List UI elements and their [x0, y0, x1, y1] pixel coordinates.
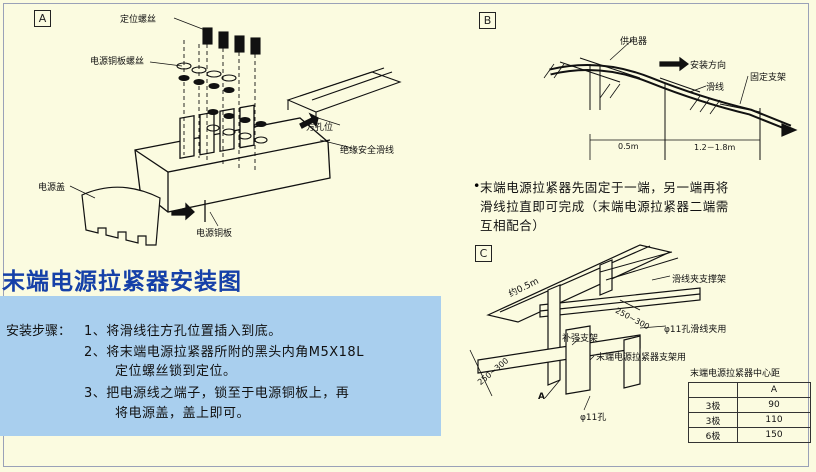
- table-cell: 110: [737, 412, 811, 428]
- step-1: 1、将滑线往方孔位置插入到底。: [84, 324, 282, 339]
- table-header-cell: A: [737, 382, 811, 398]
- dimension-lines: [589, 134, 761, 160]
- panel-b-drawing: [543, 39, 798, 160]
- tensioner-bracket-label: 末端电源拉紧器支架用: [596, 353, 687, 363]
- copper-plate-label: 电源铜板: [196, 229, 233, 239]
- step-3-line-2: 将电源盖，盖上即可。: [115, 406, 251, 421]
- table-cell: 3极: [688, 412, 738, 428]
- center-distance-table-title: 末端电源拉紧器中心距: [690, 369, 781, 379]
- steps-label: 安装步骤：: [6, 324, 72, 339]
- panel-a-letter: A: [34, 10, 51, 27]
- step-2-line-1: 2、将末端电源拉紧器所附的黑头内角M5X18L: [84, 345, 364, 360]
- clamp-bracket-label: 滑线夹支撑架: [672, 275, 727, 285]
- main-title: 末端电源拉紧器安装图: [2, 269, 242, 295]
- top-rail: [486, 244, 672, 323]
- note-line-2: 滑线拉直即可完成（末端电源拉紧器二端需: [480, 199, 729, 214]
- note-line-3: 互相配合）: [480, 218, 546, 233]
- panel-b-note: 末端电源拉紧器先固定于一端，另一端再将 滑线拉直即可完成（末端电源拉紧器二端需 …: [480, 178, 729, 235]
- reinforce-bracket-label: 补强支架: [562, 334, 599, 344]
- panel-c-drawing: [469, 244, 701, 411]
- bracket-post-right: [599, 259, 613, 296]
- marker-a-label: A: [538, 392, 545, 402]
- table-row: 6极 150: [688, 427, 811, 443]
- rail-insert-arrow-icon: [299, 112, 319, 129]
- direction-arrow-icon: [659, 56, 689, 72]
- assembly-lines: [183, 40, 256, 172]
- table-header-row: A: [688, 382, 811, 398]
- power-cover-label: 电源盖: [38, 183, 66, 193]
- position-screw-label: 定位螺丝: [120, 15, 157, 25]
- copper-plate-screw-label: 电源铜板螺丝: [90, 57, 145, 67]
- terminal-blocks: [179, 104, 255, 160]
- table-row: 3极 110: [688, 412, 811, 428]
- conductor-rail: [286, 67, 402, 120]
- dimension-left-label: 0.5m: [618, 142, 639, 151]
- conductor-label: 滑线: [706, 83, 725, 93]
- dimension-right-label: 1.2－1.8m: [694, 143, 736, 152]
- table-cell: 3极: [688, 397, 738, 413]
- outer-frame: [3, 3, 809, 467]
- end-arrow-icon: [781, 123, 798, 137]
- bracket-post-left: [547, 284, 561, 386]
- power-feed-label: 供电器: [620, 37, 648, 47]
- screw-set: [176, 27, 268, 144]
- table-row: 3极 90: [688, 397, 811, 413]
- panel-b-letter: B: [479, 12, 496, 29]
- panel-c-letter: C: [475, 245, 492, 262]
- step-3-line-1: 3、把电源线之端子，锁至于电源铜板上，再: [84, 386, 350, 401]
- clamp-hole-label: φ11孔滑线夹用: [664, 325, 727, 335]
- center-distance-table: A 3极 90 3极 110 6极 150: [688, 382, 811, 443]
- table-header-cell: [688, 382, 738, 398]
- power-cover: [81, 186, 161, 246]
- hole-label: φ11孔: [580, 413, 607, 423]
- install-direction-label: 安装方向: [690, 61, 727, 71]
- step-2-line-2: 定位螺丝锁到定位。: [115, 364, 237, 379]
- note-line-1: 末端电源拉紧器先固定于一端，另一端再将: [480, 180, 729, 195]
- ceiling-hatching: [543, 63, 721, 115]
- note-bullet: •: [473, 178, 481, 193]
- table-cell: 6极: [688, 427, 738, 443]
- table-cell: 150: [737, 427, 811, 443]
- insulated-conductor-label: 绝缘安全滑线: [340, 146, 395, 156]
- insert-arrow-icon: [171, 202, 195, 221]
- table-cell: 90: [737, 397, 811, 413]
- fixed-bracket-label: 固定支架: [750, 73, 787, 83]
- panel-a-drawing: [69, 17, 402, 246]
- steps-box: [0, 296, 441, 436]
- square-hole-label: 方孔位: [306, 123, 334, 133]
